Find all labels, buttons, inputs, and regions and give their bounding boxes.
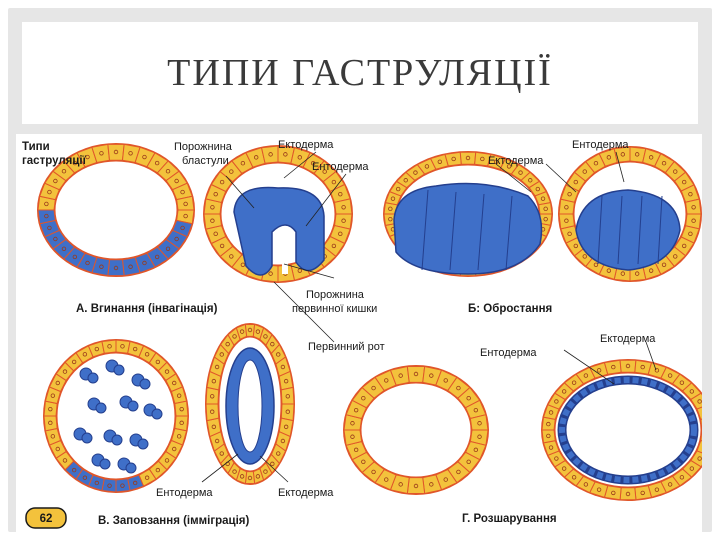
immigration-b-cell — [206, 404, 219, 421]
blastula-a-cavity — [55, 161, 177, 259]
caption-a: А. Вгинання (інвагінація) — [76, 303, 218, 315]
cell-layer — [37, 143, 702, 501]
delamination-a-cell — [407, 478, 424, 494]
label-ectoderm-g: Ектодерма — [600, 333, 656, 345]
delamination-b-cell — [635, 486, 652, 500]
label-ectoderm-v: Ектодерма — [278, 487, 334, 499]
migrating-cell — [128, 401, 138, 411]
migrating-cell — [100, 459, 110, 469]
immigration-a-cell — [175, 401, 188, 416]
migrating-cell — [82, 433, 92, 443]
delamination-b-cell — [604, 360, 621, 374]
delamination-a-cell — [407, 366, 424, 382]
gastrulation-figure: Типи гаструляції Порожнина бластули Екто… — [16, 134, 702, 532]
epiboly-outer-cell — [445, 152, 461, 166]
immigration-cavity — [238, 360, 262, 452]
migrating-cell — [96, 403, 106, 413]
label-blastopore: Первинний рот — [308, 341, 385, 353]
archenteron-cavity — [282, 229, 288, 274]
label-archenteron-1: Порожнина — [306, 289, 365, 301]
migrating-cell — [88, 373, 98, 383]
epiboly-outer-cell — [539, 203, 552, 214]
label-blastocoel-2: бластули — [182, 155, 229, 167]
label-ectoderm-a: Ектодерма — [278, 139, 334, 151]
header-label-line2: гаструляції — [22, 155, 87, 167]
label-ectoderm-b: Ектодерма — [488, 155, 544, 167]
label-endoderm-a: Ентодерма — [312, 161, 369, 173]
epiboly-late-cell — [559, 214, 574, 229]
label-archenteron-2: первинної кишки — [292, 303, 377, 315]
blastula-a-cell — [108, 144, 124, 160]
caption-g: Г. Розшарування — [462, 513, 557, 525]
page-number: 62 — [40, 513, 53, 525]
migrating-cell — [152, 409, 162, 419]
header-label-line1: Типи — [22, 141, 50, 153]
epiboly-yolk — [394, 184, 542, 274]
delamination-a-cavity — [361, 383, 471, 477]
label-endoderm-v: Ентодерма — [156, 487, 213, 499]
immigration-b-cell — [281, 387, 294, 404]
figure-drawing: Типи гаструляції Порожнина бластули Екто… — [16, 134, 702, 532]
blastula-a-cell — [108, 260, 124, 276]
epiboly-outer-cell — [460, 152, 476, 164]
migrating-cell — [112, 435, 122, 445]
immigration-a-cell — [44, 416, 57, 431]
delamination-b-cell — [542, 430, 555, 443]
delamination-b-cell — [620, 488, 636, 500]
migrating-cell — [138, 439, 148, 449]
delamination-b-cell — [620, 360, 636, 372]
epiboly-late-cell — [686, 199, 701, 214]
label-blastocoel-1: Порожнина — [174, 141, 233, 153]
caption-v: В. Заповзання (імміграція) — [98, 515, 250, 527]
immigration-a-cell — [116, 479, 130, 492]
slide-title: ТИПИ ГАСТРУЛЯЦІЇ — [167, 51, 553, 95]
label-endoderm-g: Ентодерма — [480, 347, 537, 359]
gastrula-a-cell — [262, 146, 278, 163]
immigration-a-cell — [102, 340, 116, 353]
caption-b: Б: Обростання — [468, 303, 552, 315]
label-endoderm-b2: Ентодерма — [572, 139, 629, 151]
title-panel: ТИПИ ГАСТРУЛЯЦІЇ — [22, 22, 698, 124]
delamination-b-cavity — [555, 373, 701, 487]
migrating-cell — [114, 365, 124, 375]
migrating-cell — [140, 379, 150, 389]
migrating-cell — [126, 463, 136, 473]
